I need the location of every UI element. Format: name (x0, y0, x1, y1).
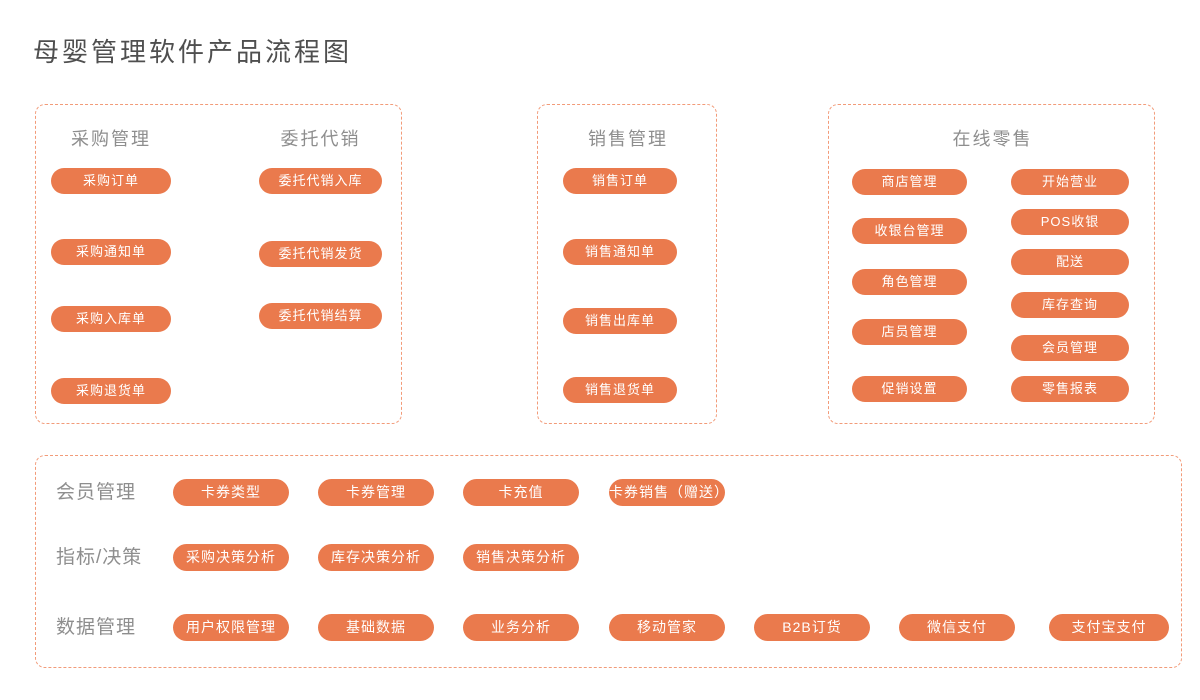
node-sales-notice: 销售通知单 (563, 239, 677, 265)
purchase-consignment-box: 采购管理 委托代销 采购订单 采购通知单 采购入库单 采购退货单 委托代销入库 … (35, 104, 402, 424)
node-cashier-management: 收银台管理 (852, 218, 967, 244)
node-retail-reports: 零售报表 (1011, 376, 1129, 402)
node-inventory-query: 库存查询 (1011, 292, 1129, 318)
node-card-recharge: 卡充值 (463, 479, 579, 506)
node-card-sale-gift: 卡券销售（赠送） (609, 479, 725, 506)
node-clerk-management: 店员管理 (852, 319, 967, 345)
node-b2b-ordering: B2B订货 (754, 614, 870, 641)
foundation-box: 会员管理 卡券类型 卡券管理 卡充值 卡券销售（赠送） 指标/决策 采购决策分析… (35, 455, 1182, 668)
node-purchase-notice: 采购通知单 (51, 239, 171, 265)
node-promotion-settings: 促销设置 (852, 376, 967, 402)
node-role-management: 角色管理 (852, 269, 967, 295)
metrics-decision-label: 指标/决策 (56, 547, 143, 568)
node-delivery: 配送 (1011, 249, 1129, 275)
node-wechat-pay: 微信支付 (899, 614, 1015, 641)
node-sales-decision-analysis: 销售决策分析 (463, 544, 579, 571)
node-purchase-return: 采购退货单 (51, 378, 171, 404)
node-card-type: 卡券类型 (173, 479, 289, 506)
node-member-management: 会员管理 (1011, 335, 1129, 361)
node-business-analysis: 业务分析 (463, 614, 579, 641)
purchase-heading: 采购管理 (71, 129, 151, 149)
node-inventory-decision-analysis: 库存决策分析 (318, 544, 434, 571)
retail-heading: 在线零售 (952, 129, 1033, 149)
node-purchase-order: 采购订单 (51, 168, 171, 194)
consignment-heading: 委托代销 (280, 129, 361, 149)
sales-box: 销售管理 销售订单 销售通知单 销售出库单 销售退货单 (537, 104, 717, 424)
node-purchase-inbound: 采购入库单 (51, 306, 171, 332)
data-management-label: 数据管理 (56, 617, 137, 638)
node-consignment-inbound: 委托代销入库 (259, 168, 382, 194)
node-consignment-settlement: 委托代销结算 (259, 303, 382, 329)
member-management-label: 会员管理 (56, 482, 137, 503)
node-sales-return: 销售退货单 (563, 377, 677, 403)
node-purchase-decision-analysis: 采购决策分析 (173, 544, 289, 571)
node-consignment-shipment: 委托代销发货 (259, 241, 382, 267)
node-sales-order: 销售订单 (563, 168, 677, 194)
node-store-management: 商店管理 (852, 169, 967, 195)
node-alipay-pay: 支付宝支付 (1049, 614, 1169, 641)
node-card-management: 卡券管理 (318, 479, 434, 506)
node-basic-data: 基础数据 (318, 614, 434, 641)
retail-box: 在线零售 商店管理 收银台管理 角色管理 店员管理 促销设置 开始营业 POS收… (828, 104, 1155, 424)
page-title: 母婴管理软件产品流程图 (33, 37, 353, 67)
node-open-business: 开始营业 (1011, 169, 1129, 195)
node-sales-outbound: 销售出库单 (563, 308, 677, 334)
sales-heading: 销售管理 (588, 129, 668, 149)
node-mobile-manager: 移动管家 (609, 614, 725, 641)
node-pos-cashier: POS收银 (1011, 209, 1129, 235)
node-user-permission: 用户权限管理 (173, 614, 289, 641)
